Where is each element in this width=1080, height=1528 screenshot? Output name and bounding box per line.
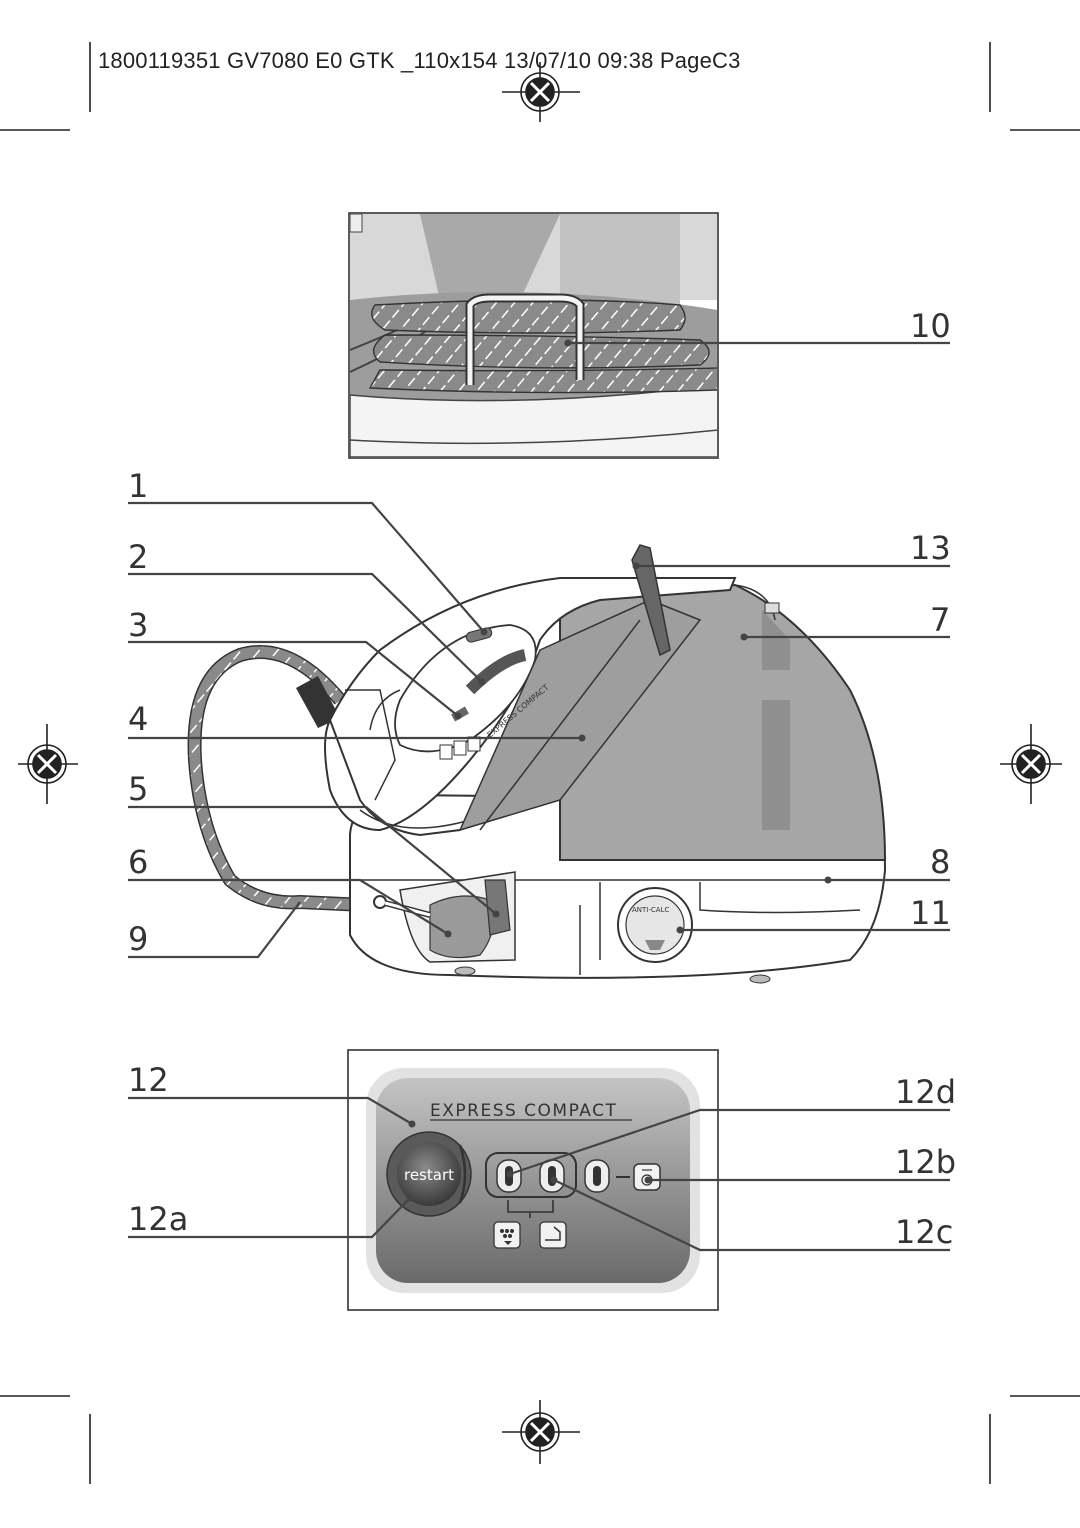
- registration-mark-left: [18, 724, 78, 804]
- callout-12c: 12c: [895, 1213, 954, 1251]
- restart-button[interactable]: [397, 1142, 461, 1206]
- callout-6: 6: [128, 843, 149, 881]
- iron-mode-icon: [539, 1221, 567, 1249]
- callout-12: 12: [128, 1061, 169, 1099]
- callout-12b: 12b: [895, 1143, 957, 1181]
- callout-1: 1: [128, 467, 149, 505]
- eco-mode-icon: [493, 1221, 521, 1249]
- print-slug: 1800119351 GV7080 E0 GTK _110x154 13/07/…: [98, 48, 741, 73]
- anti-calc-text: ANTI-CALC: [632, 906, 669, 914]
- steam-generator-illustration: EXPRESS COMPACT ANTI-CALC: [187, 544, 887, 984]
- panel-brand-text: EXPRESS COMPACT: [430, 1101, 617, 1121]
- callout-5: 5: [128, 770, 149, 808]
- callout-9: 9: [128, 920, 149, 958]
- callout-13: 13: [910, 529, 951, 567]
- callout-7: 7: [930, 601, 951, 639]
- crop-marks: [0, 42, 1080, 1484]
- cord-storage-inset: [348, 212, 719, 459]
- registration-mark-right: [1000, 724, 1062, 804]
- callout-12d: 12d: [895, 1073, 957, 1111]
- callout-8: 8: [930, 843, 951, 881]
- callout-12a: 12a: [128, 1200, 189, 1238]
- restart-button-label: restart: [404, 1166, 454, 1184]
- registration-mark-top: [502, 62, 580, 122]
- callout-11: 11: [910, 894, 951, 932]
- leader-lines: [128, 341, 950, 1252]
- callout-4: 4: [128, 700, 149, 738]
- registration-mark-bottom: [502, 1400, 580, 1464]
- leader-dots: [406, 339, 832, 1202]
- callout-2: 2: [128, 538, 149, 576]
- callout-3: 3: [128, 606, 149, 644]
- callout-10: 10: [910, 307, 951, 345]
